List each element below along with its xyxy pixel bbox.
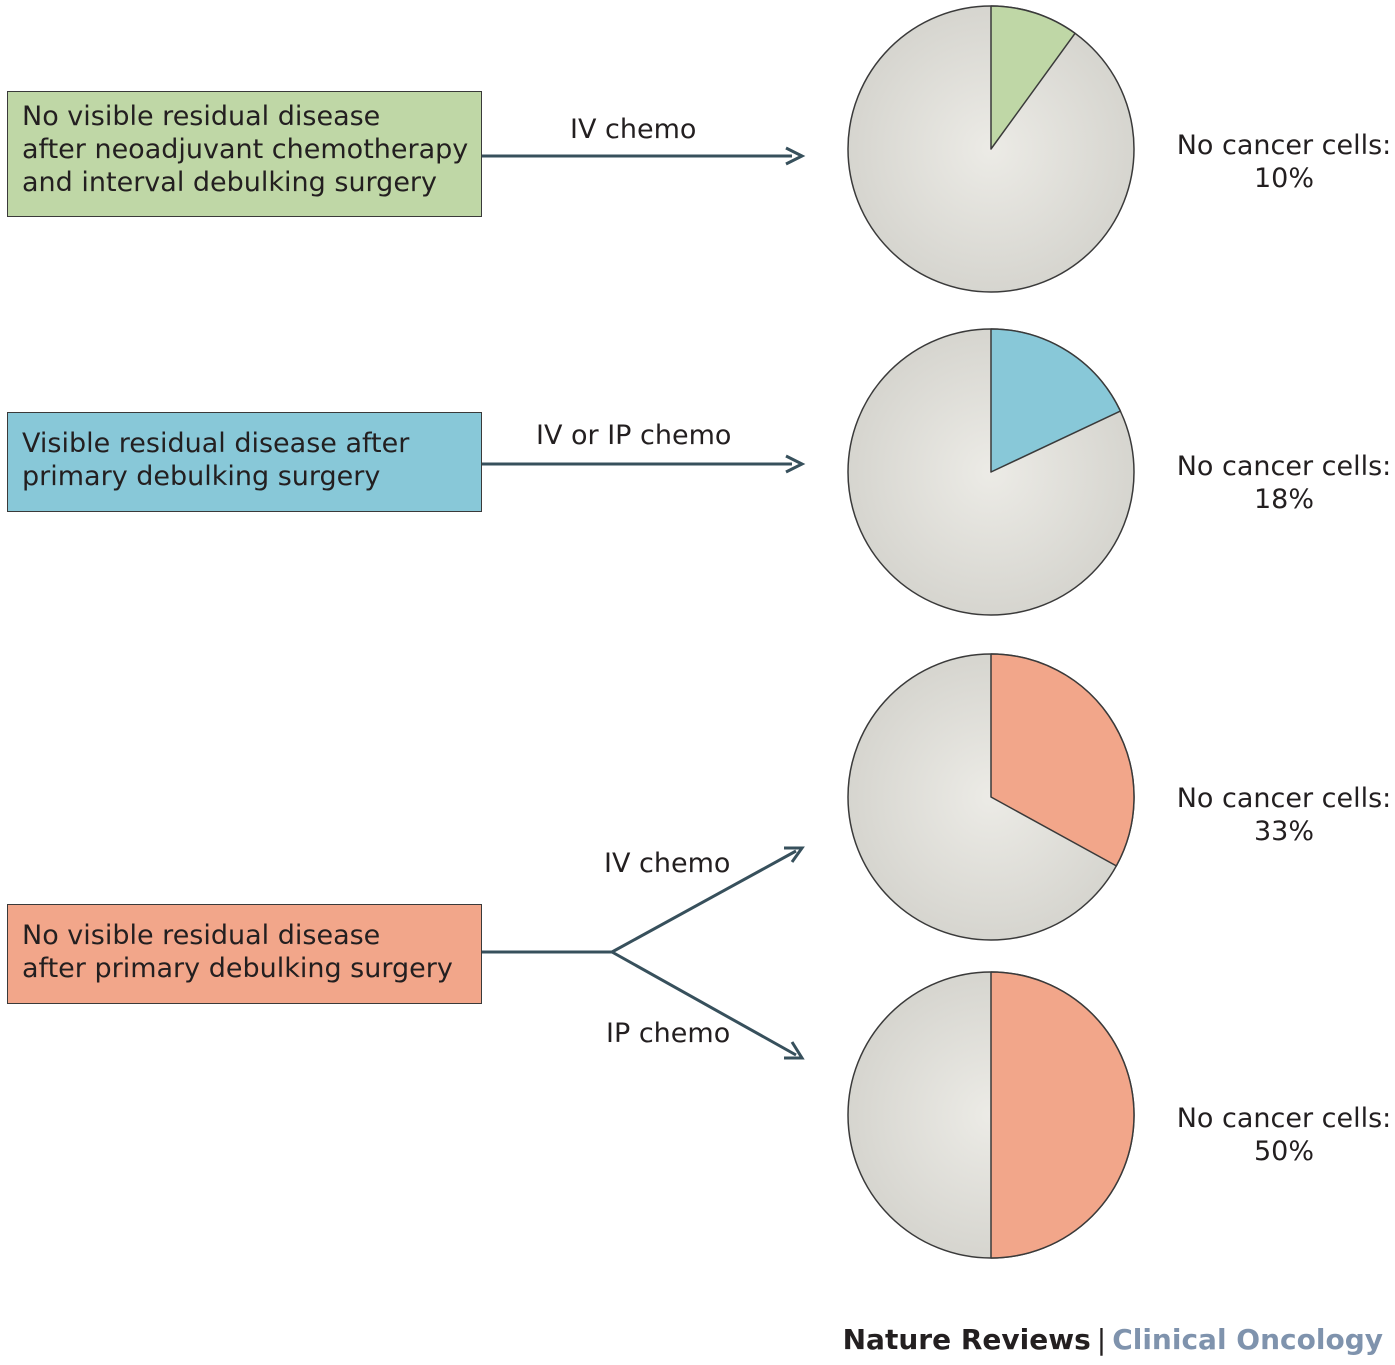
result-label-33: No cancer cells: 33% xyxy=(1169,782,1395,848)
pie-chart-33 xyxy=(847,653,1135,941)
result-value: 33% xyxy=(1253,816,1314,847)
result-caption: No cancer cells: xyxy=(1176,783,1392,814)
box-visible-residual: Visible residual disease after primary d… xyxy=(7,412,482,512)
result-label-10: No cancer cells: 10% xyxy=(1169,129,1395,195)
result-value: 18% xyxy=(1253,484,1314,515)
result-label-50: No cancer cells: 50% xyxy=(1169,1102,1395,1168)
box-no-residual-neoadjuvant: No visible residual disease after neoadj… xyxy=(7,91,482,217)
arrow-label-ip-chemo: IP chemo xyxy=(606,1018,731,1049)
arrow-label-iv-or-ip-chemo: IV or IP chemo xyxy=(536,420,732,451)
result-caption: No cancer cells: xyxy=(1176,1103,1392,1134)
result-label-18: No cancer cells: 18% xyxy=(1169,450,1395,516)
box-line: primary debulking surgery xyxy=(22,461,381,492)
pie-slice-no-cancer-cells xyxy=(990,653,1135,867)
journal-separator: | xyxy=(1096,1323,1107,1356)
arrow-branch xyxy=(482,846,805,1060)
arrow-iv-chemo-1 xyxy=(482,146,806,166)
arrow-label-iv-chemo-branch: IV chemo xyxy=(604,848,731,879)
pie-chart-10 xyxy=(847,5,1135,293)
arrow-label-iv-chemo: IV chemo xyxy=(570,114,697,145)
box-line: after primary debulking surgery xyxy=(22,953,453,984)
arrow-iv-or-ip-chemo xyxy=(482,454,806,474)
result-value: 10% xyxy=(1253,163,1314,194)
box-line: No visible residual disease xyxy=(22,101,381,132)
box-line: and interval debulking surgery xyxy=(22,167,438,198)
box-line: No visible residual disease xyxy=(22,920,381,951)
journal-subject: Clinical Oncology xyxy=(1112,1323,1383,1356)
pie-slice-no-cancer-cells xyxy=(990,5,1076,150)
pie-chart-18 xyxy=(847,328,1135,616)
box-line: after neoadjuvant chemotherapy xyxy=(22,134,469,165)
result-caption: No cancer cells: xyxy=(1176,451,1392,482)
journal-name: Nature Reviews xyxy=(842,1323,1091,1356)
box-no-residual-primary: No visible residual disease after primar… xyxy=(7,904,482,1004)
result-caption: No cancer cells: xyxy=(1176,130,1392,161)
result-value: 50% xyxy=(1253,1136,1314,1167)
pie-slice-no-cancer-cells xyxy=(990,328,1122,473)
pie-chart-50 xyxy=(847,971,1135,1259)
box-line: Visible residual disease after xyxy=(22,428,410,459)
pie-slice-no-cancer-cells xyxy=(990,971,1135,1259)
journal-credit: Nature Reviews|Clinical Oncology xyxy=(843,1322,1383,1358)
